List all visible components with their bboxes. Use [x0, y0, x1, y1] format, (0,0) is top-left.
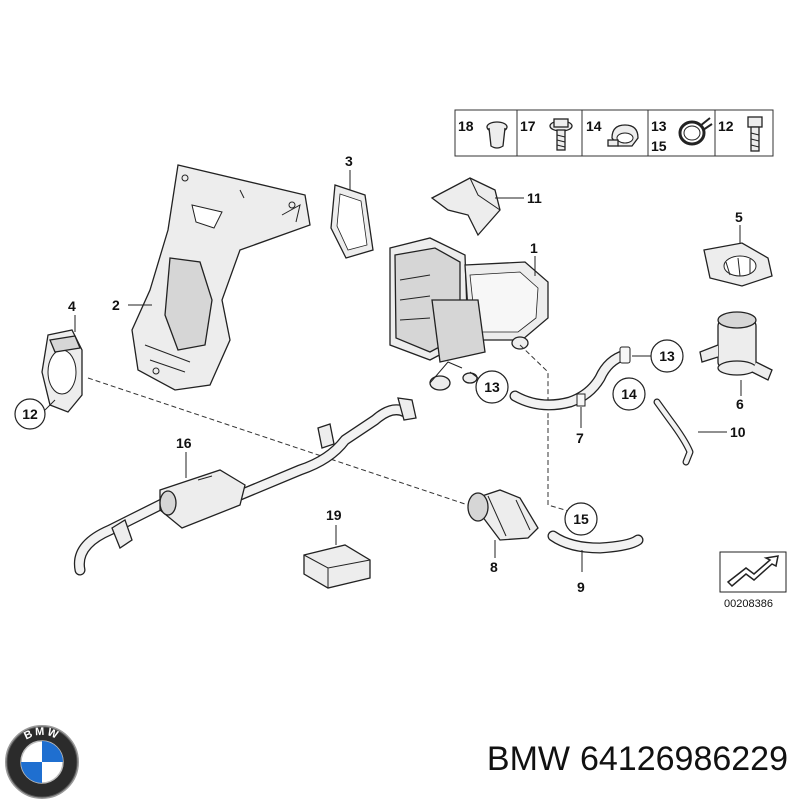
callout-16: 16: [176, 435, 192, 451]
part-number: 64126986229: [579, 740, 788, 778]
auxiliary-heater: [389, 237, 549, 391]
legend-label-14: 14: [586, 118, 602, 134]
hose-clip-icon: [607, 124, 639, 147]
flange-bolt-icon: [549, 118, 573, 151]
callout-5: 5: [735, 209, 743, 225]
mounting-bracket: [131, 164, 311, 391]
callout-3: 3: [345, 153, 353, 169]
legend-label-13: 13: [651, 118, 667, 134]
circulation-pump: [699, 311, 773, 381]
coolant-hose-7: [509, 346, 631, 411]
callout-11: 11: [527, 190, 542, 206]
callout-6: 6: [736, 396, 744, 412]
exhaust-silencer: [73, 397, 417, 576]
diagram-ref-number: 00208386: [724, 598, 773, 610]
svg-text:BMW: BMW: [22, 726, 61, 743]
pipe-clamp: [41, 329, 83, 413]
spring-clamp-icon: [678, 117, 713, 146]
callout-12-left: 12: [22, 406, 38, 422]
grommet-icon: [486, 121, 508, 149]
bmw-logo-icon: BMW: [5, 725, 79, 799]
exhaust-sleeve: [467, 489, 539, 541]
callout-1: 1: [530, 240, 538, 256]
fastener-legend: 18 17 14 13 15 12: [454, 109, 774, 157]
pump-holder: [703, 242, 773, 287]
insulation-pad: [303, 544, 371, 589]
callout-15: 15: [573, 511, 589, 527]
callout-7: 7: [576, 430, 584, 446]
callout-8: 8: [490, 559, 498, 575]
callout-13-right: 13: [659, 348, 675, 364]
callout-2: 2: [112, 297, 120, 313]
callout-10: 10: [730, 424, 746, 440]
callout-4: 4: [68, 298, 76, 314]
heater-cover: [430, 177, 501, 237]
return-pipe: [653, 398, 694, 466]
reference-box: 00208386: [719, 551, 787, 610]
legend-label-15: 15: [651, 138, 667, 154]
callout-13-center: 13: [484, 379, 500, 395]
hex-bolt-icon: [747, 116, 763, 152]
gasket: [330, 184, 374, 259]
legend-label-17: 17: [520, 118, 536, 134]
coolant-hose-9: [547, 530, 644, 554]
brand-name: BMW: [486, 740, 570, 778]
legend-label-18: 18: [458, 118, 474, 134]
legend-label-12: 12: [718, 118, 734, 134]
logo-letters: BMW: [22, 726, 59, 743]
callout-14: 14: [621, 386, 637, 402]
callout-19: 19: [326, 507, 342, 523]
callout-9: 9: [577, 579, 585, 595]
